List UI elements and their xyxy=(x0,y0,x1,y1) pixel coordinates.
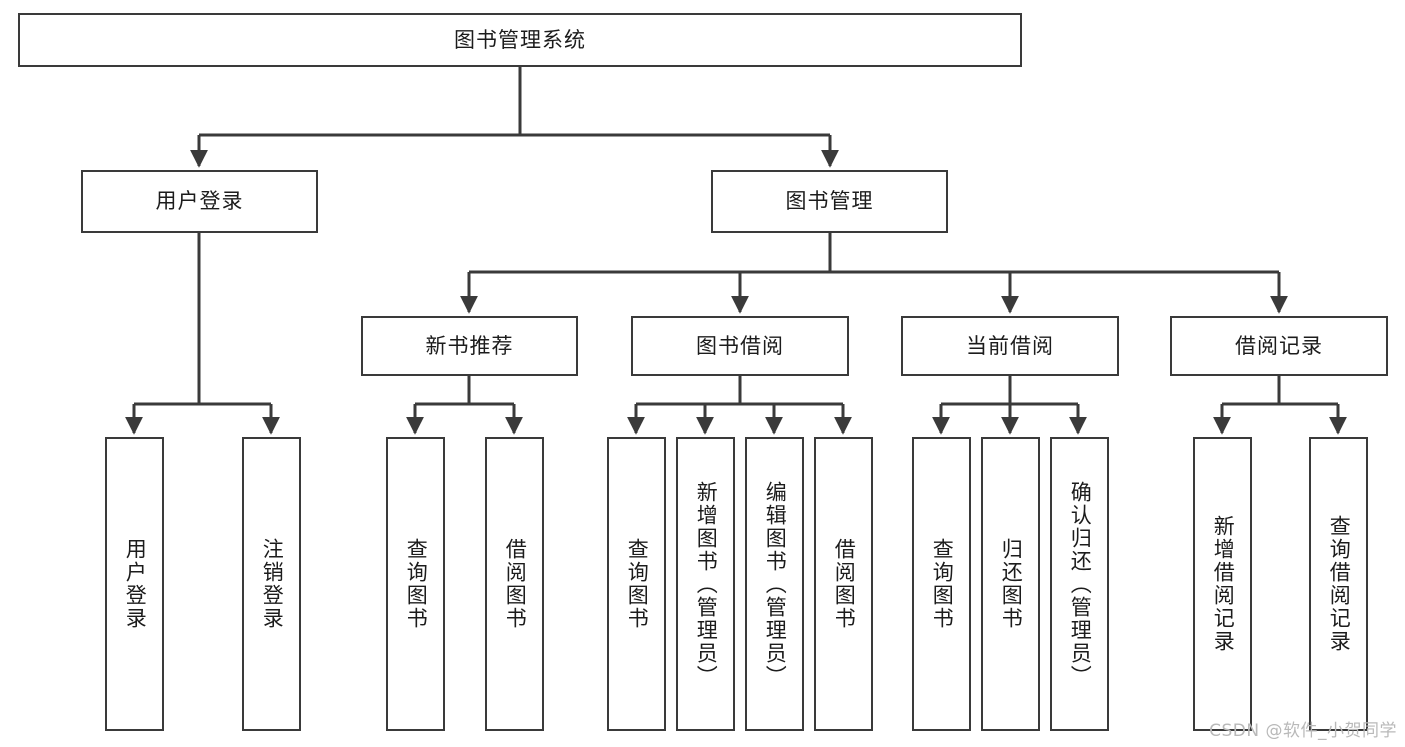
leaf-current-query-book-label: 查询图书 xyxy=(930,538,955,630)
leaf-borrow-edit-book-label: 编辑图书（管理员） xyxy=(763,480,788,688)
node-user-login[interactable]: 用户登录 xyxy=(81,170,318,233)
leaf-current-return-book-label: 归还图书 xyxy=(999,538,1024,630)
node-root[interactable]: 图书管理系统 xyxy=(18,13,1022,67)
leaf-records-add-record-label: 新增借阅记录 xyxy=(1211,515,1236,653)
leaf-current-return-book[interactable]: 归还图书 xyxy=(981,437,1040,731)
node-current-borrow[interactable]: 当前借阅 xyxy=(901,316,1119,376)
leaf-new-book-query[interactable]: 查询图书 xyxy=(386,437,445,731)
node-new-book-recommend-label: 新书推荐 xyxy=(425,333,514,358)
leaf-borrow-edit-book[interactable]: 编辑图书（管理员） xyxy=(745,437,804,731)
leaf-borrow-add-book-label: 新增图书（管理员） xyxy=(694,480,719,688)
node-book-management[interactable]: 图书管理 xyxy=(711,170,948,233)
leaf-user-login-signin[interactable]: 用户登录 xyxy=(105,437,164,731)
leaf-new-book-borrow-label: 借阅图书 xyxy=(503,538,528,630)
node-book-borrow[interactable]: 图书借阅 xyxy=(631,316,849,376)
leaf-current-query-book[interactable]: 查询图书 xyxy=(912,437,971,731)
leaf-borrow-borrow-book[interactable]: 借阅图书 xyxy=(814,437,873,731)
leaf-current-confirm-return[interactable]: 确认归还（管理员） xyxy=(1050,437,1109,731)
leaf-borrow-borrow-book-label: 借阅图书 xyxy=(832,538,857,630)
leaf-user-login-signout-label: 注销登录 xyxy=(260,538,285,630)
leaf-records-query-record[interactable]: 查询借阅记录 xyxy=(1309,437,1368,731)
node-user-login-label: 用户登录 xyxy=(155,189,244,214)
leaf-new-book-query-label: 查询图书 xyxy=(404,538,429,630)
leaf-borrow-query-book[interactable]: 查询图书 xyxy=(607,437,666,731)
leaf-new-book-borrow[interactable]: 借阅图书 xyxy=(485,437,544,731)
node-book-management-label: 图书管理 xyxy=(785,189,874,214)
watermark: CSDN @软件_小贺同学 xyxy=(1209,721,1397,741)
leaf-records-query-record-label: 查询借阅记录 xyxy=(1327,515,1352,653)
leaf-user-login-signin-label: 用户登录 xyxy=(123,538,148,630)
node-borrow-records-label: 借阅记录 xyxy=(1235,333,1323,358)
node-root-label: 图书管理系统 xyxy=(454,27,586,52)
leaf-user-login-signout[interactable]: 注销登录 xyxy=(242,437,301,731)
leaf-current-confirm-return-label: 确认归还（管理员） xyxy=(1068,480,1093,688)
node-current-borrow-label: 当前借阅 xyxy=(966,333,1054,358)
node-book-borrow-label: 图书借阅 xyxy=(696,333,784,358)
leaf-borrow-add-book[interactable]: 新增图书（管理员） xyxy=(676,437,735,731)
leaf-records-add-record[interactable]: 新增借阅记录 xyxy=(1193,437,1252,731)
leaf-borrow-query-book-label: 查询图书 xyxy=(625,538,650,630)
node-new-book-recommend[interactable]: 新书推荐 xyxy=(361,316,578,376)
node-borrow-records[interactable]: 借阅记录 xyxy=(1170,316,1388,376)
